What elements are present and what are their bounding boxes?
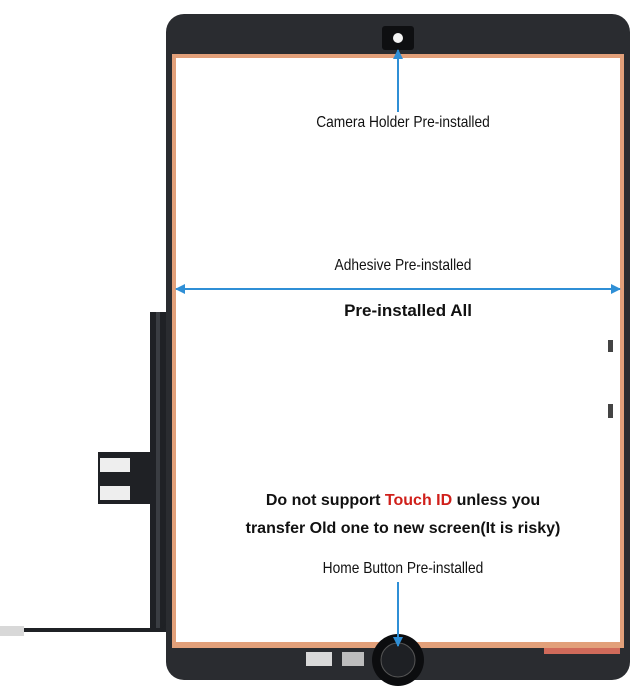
glass-panel — [176, 58, 620, 642]
notice-line-1: Do not support Touch ID unless you — [265, 492, 541, 509]
preinstalled-all-label: Pre-installed All — [344, 301, 472, 320]
flex-cable — [0, 312, 166, 636]
notice-line-2: transfer Old one to new screen(It is ris… — [245, 520, 561, 537]
home-label: Home Button Pre-installed — [322, 560, 484, 577]
touch-id-notice: Do not support Touch ID unless you trans… — [0, 487, 640, 543]
camera-label: Camera Holder Pre-installed — [316, 114, 490, 131]
camera-holder — [382, 26, 414, 50]
home-button — [372, 634, 424, 686]
adhesive-label: Adhesive Pre-installed — [334, 257, 472, 274]
touch-id-highlight: Touch ID — [384, 492, 453, 509]
